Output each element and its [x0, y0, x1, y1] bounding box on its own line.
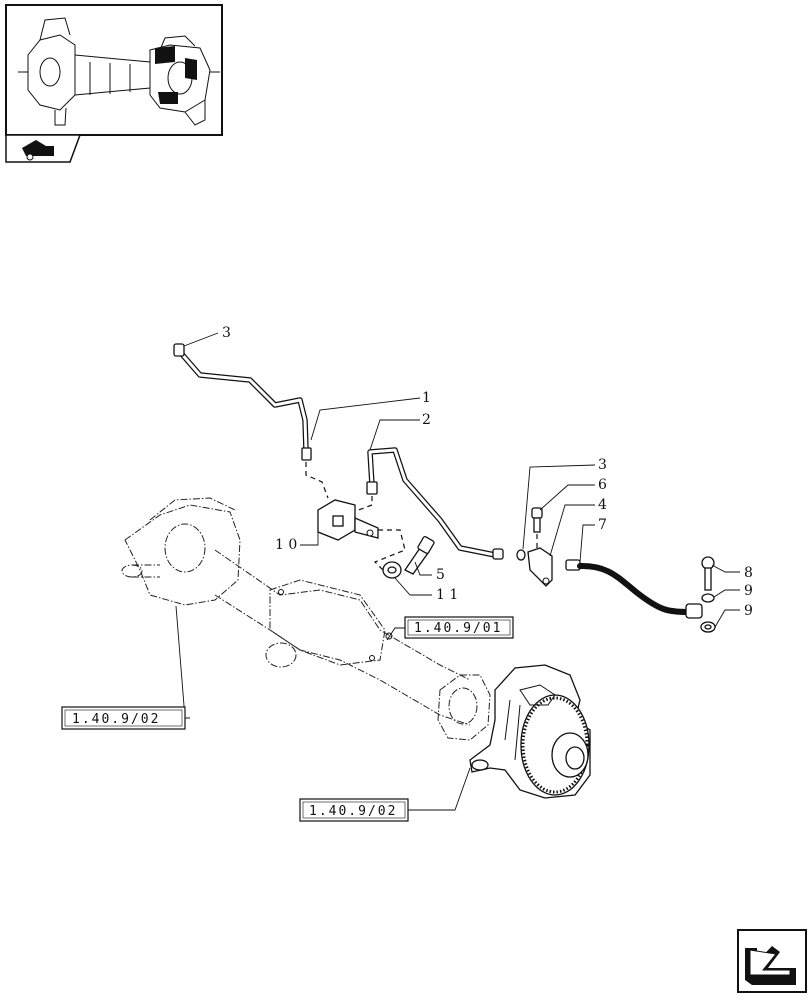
- callout-9-lower: 9: [744, 603, 753, 619]
- banjo-bolt-8[interactable]: [701, 556, 715, 591]
- ref-label-left: 1.40.9/02: [72, 712, 160, 727]
- tractor-section-icon[interactable]: [5, 134, 82, 163]
- bolt-5[interactable]: [404, 536, 435, 575]
- next-page-arrow-icon[interactable]: [737, 929, 807, 993]
- callout-5: 5: [436, 567, 445, 583]
- ref-label-bottom: 1.40.9/02: [309, 804, 397, 819]
- connection-line-2: [343, 496, 373, 521]
- callout-9-upper: 9: [744, 583, 753, 599]
- ref-label-top: 1.40.9/01: [414, 621, 502, 636]
- seal-washer-3[interactable]: [516, 549, 526, 561]
- washer-9a[interactable]: [701, 593, 715, 603]
- leader-lines: [175, 332, 740, 811]
- axle-thumbnail[interactable]: [5, 4, 223, 136]
- steering-knuckle: [469, 664, 591, 799]
- callout-3-top: 3: [222, 325, 231, 341]
- ref-box-left[interactable]: 1.40.9/02: [61, 706, 186, 730]
- callout-2: 2: [422, 412, 431, 428]
- callout-6: 6: [598, 477, 607, 493]
- callout-7: 7: [598, 517, 607, 533]
- callout-11: 1 1: [436, 587, 458, 603]
- callout-10: 1 0: [275, 537, 297, 553]
- bracket-4[interactable]: [527, 547, 553, 587]
- connection-line-1: [305, 462, 329, 499]
- brake-pipe-2[interactable]: [366, 447, 504, 560]
- brake-block-10[interactable]: [317, 499, 379, 541]
- axle-housing: [121, 497, 491, 741]
- bolt-6[interactable]: [531, 507, 543, 533]
- callout-8: 8: [744, 565, 753, 581]
- ref-box-top[interactable]: 1.40.9/01: [404, 616, 514, 639]
- brake-pipe-1[interactable]: [173, 343, 312, 461]
- callout-4: 4: [598, 497, 607, 513]
- callout-3-right: 3: [598, 457, 607, 473]
- brake-hose-7[interactable]: [565, 559, 703, 619]
- washer-11[interactable]: [382, 561, 402, 579]
- callout-1: 1: [422, 390, 431, 406]
- washer-9b[interactable]: [700, 621, 716, 633]
- ref-box-bottom[interactable]: 1.40.9/02: [299, 798, 409, 822]
